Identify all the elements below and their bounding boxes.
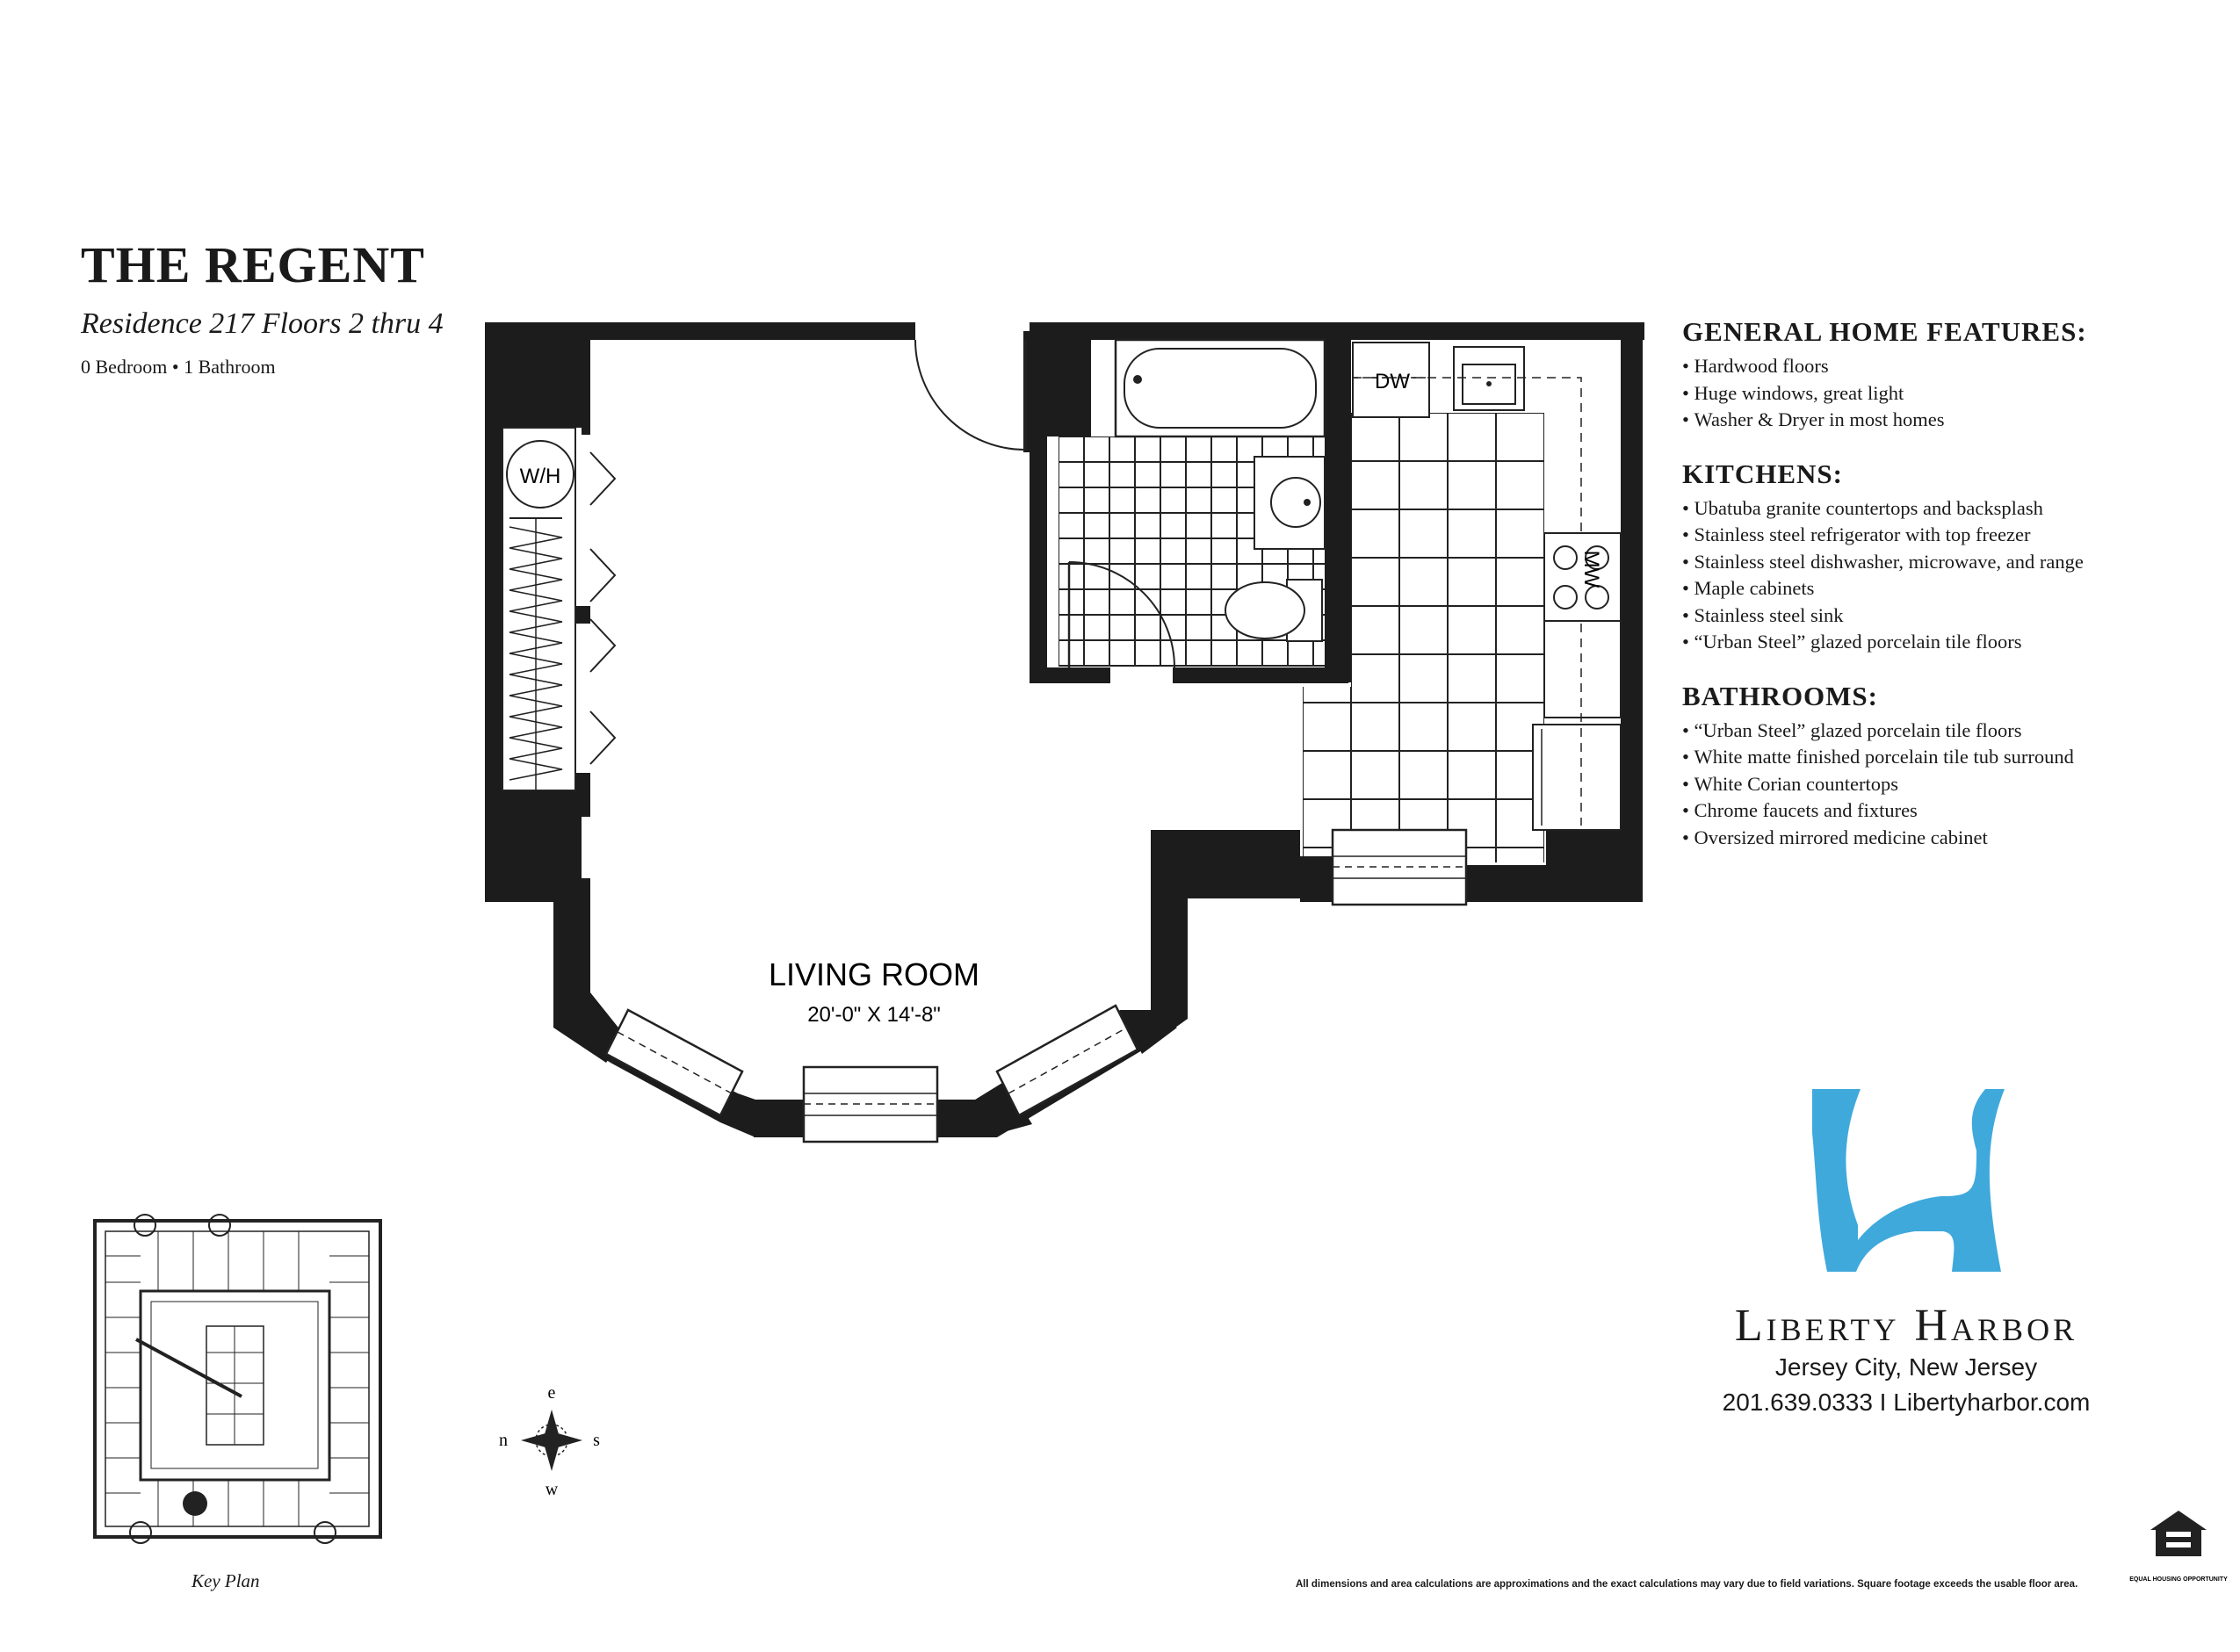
- equal-housing-icon: [2150, 1511, 2207, 1556]
- feature-item: Ubatuba granite countertops and backspla…: [1682, 495, 2227, 523]
- equal-housing-label: EQUAL HOUSING OPPORTUNITY: [2129, 1576, 2228, 1583]
- feature-item: “Urban Steel” glazed porcelain tile floo…: [1682, 629, 2227, 656]
- microwave-label: MW: [1579, 551, 1603, 588]
- dishwasher-label: DW: [1375, 370, 1410, 393]
- feature-item: Stainless steel sink: [1682, 602, 2227, 630]
- key-plan-label: Key Plan: [191, 1570, 260, 1591]
- bay-window-right: [995, 1004, 1139, 1117]
- features-panel: GENERAL HOME FEATURES: Hardwood floors H…: [1682, 316, 2227, 876]
- feature-item: Oversized mirrored medicine cabinet: [1682, 825, 2227, 852]
- kitchen-sink: [1453, 346, 1525, 411]
- bay-window-center: [802, 1065, 939, 1143]
- feature-item: Chrome faucets and fixtures: [1682, 797, 2227, 825]
- kitchen-window: [1331, 828, 1468, 906]
- page-title: THE REGENT: [81, 236, 425, 293]
- feature-heading: BATHROOMS:: [1682, 680, 1878, 711]
- liberty-harbor-logo-icon: [1812, 1089, 2005, 1272]
- brand-name: Liberty Harbor: [1734, 1301, 2078, 1351]
- key-plan-diagram: [93, 1214, 382, 1544]
- range-microwave: [1543, 532, 1622, 622]
- feature-item: Huge windows, great light: [1682, 380, 2227, 408]
- feature-item: Stainless steel dishwasher, microwave, a…: [1682, 549, 2227, 576]
- brand-contact[interactable]: 201.639.0333 I Libertyharbor.com: [1722, 1389, 2091, 1416]
- bathtub: [1114, 338, 1326, 438]
- feature-item: Maple cabinets: [1682, 575, 2227, 602]
- residence-subtitle: Residence 217 Floors 2 thru 4: [81, 307, 444, 340]
- living-room-dimensions: 20'-0" X 14'-8": [807, 1003, 941, 1027]
- feature-heading: GENERAL HOME FEATURES:: [1682, 316, 2087, 347]
- key-plan-unit-marker: [183, 1491, 207, 1516]
- feature-section-kitchens: KITCHENS: Ubatuba granite countertops an…: [1682, 458, 2227, 656]
- compass-east: e: [548, 1383, 556, 1403]
- dishwasher: [1352, 342, 1430, 418]
- feature-item: Washer & Dryer in most homes: [1682, 407, 2227, 434]
- living-room-label: LIVING ROOM: [769, 956, 979, 992]
- kitchen-cabinets: [1532, 620, 1622, 831]
- feature-section-general: GENERAL HOME FEATURES: Hardwood floors H…: [1682, 316, 2227, 434]
- feature-item: White matte finished porcelain tile tub …: [1682, 744, 2227, 771]
- compass-west: w: [546, 1480, 559, 1499]
- compass-south: s: [593, 1431, 600, 1450]
- feature-heading: KITCHENS:: [1682, 458, 1843, 489]
- bed-bath-count: 0 Bedroom • 1 Bathroom: [81, 356, 276, 378]
- toilet: [1225, 579, 1323, 642]
- feature-item: Stainless steel refrigerator with top fr…: [1682, 522, 2227, 549]
- feature-section-bathrooms: BATHROOMS: “Urban Steel” glazed porcelai…: [1682, 681, 2227, 852]
- entry-door: [914, 339, 1027, 451]
- bay-window-left: [604, 1008, 744, 1117]
- feature-item: White Corian countertops: [1682, 771, 2227, 798]
- water-heater-label: W/H: [520, 465, 561, 488]
- closet: [502, 427, 617, 791]
- compass-rose-icon: [521, 1410, 582, 1471]
- feature-item: “Urban Steel” glazed porcelain tile floo…: [1682, 718, 2227, 745]
- brand-block: Liberty Harbor Jersey City, New Jersey 2…: [1687, 1300, 2126, 1417]
- bay-wall-right: [1151, 830, 1188, 1019]
- bathroom-door: [1067, 561, 1175, 668]
- compass-north: n: [499, 1431, 508, 1450]
- feature-item: Hardwood floors: [1682, 353, 2227, 380]
- brand-city: Jersey City, New Jersey: [1774, 1353, 2038, 1381]
- bathroom-sink: [1254, 456, 1326, 550]
- disclaimer: All dimensions and area calculations are…: [1296, 1579, 2078, 1590]
